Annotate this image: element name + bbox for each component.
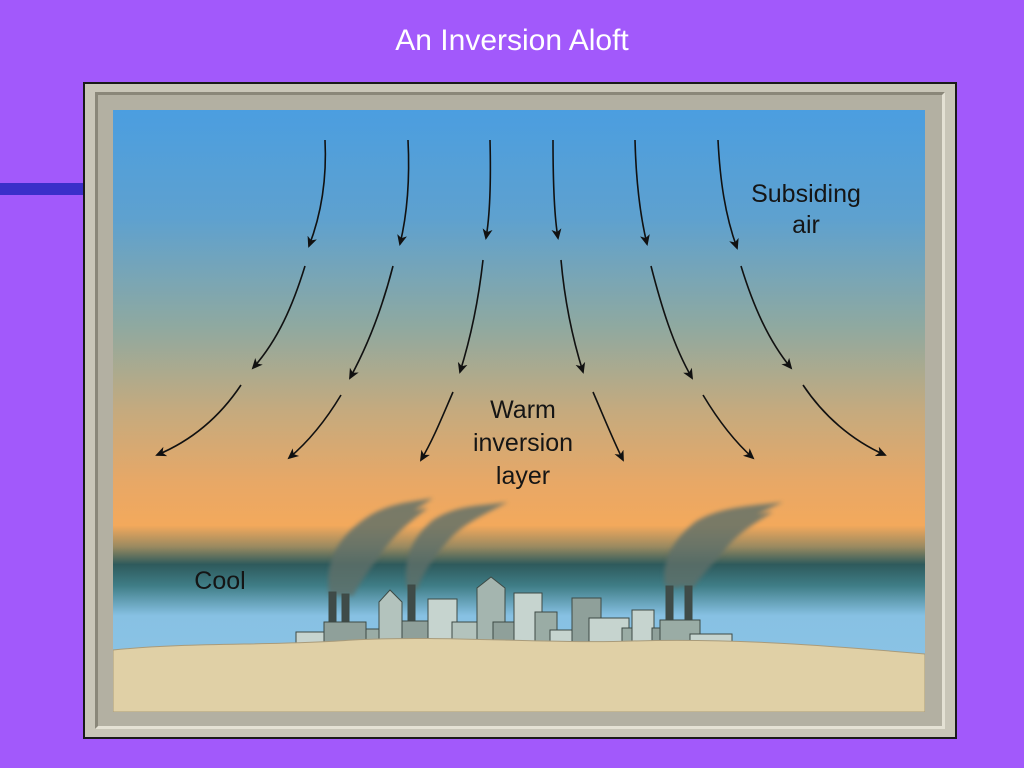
arrow — [155, 384, 242, 457]
label-warm-inversion-line1: Warm — [490, 396, 556, 424]
smoke-plume — [680, 512, 773, 588]
label-subsiding-air-line1: Subsiding — [751, 180, 861, 208]
smokestack — [328, 591, 337, 623]
arrow — [802, 384, 887, 456]
arrow — [251, 265, 306, 370]
arrow — [307, 139, 327, 248]
arrow — [650, 265, 693, 380]
arrow — [560, 259, 586, 374]
arrow — [419, 391, 454, 462]
arrow — [287, 394, 342, 460]
smokestack — [665, 585, 674, 623]
arrow — [349, 265, 394, 380]
accent-bar — [0, 183, 88, 195]
arrow — [634, 139, 650, 246]
smoke-plume — [406, 502, 508, 590]
smoke-plume — [664, 502, 783, 588]
arrow — [551, 139, 562, 240]
arrow — [482, 139, 493, 240]
arrow — [717, 139, 739, 250]
label-warm-inversion-line2: inversion — [473, 429, 573, 457]
ground — [113, 637, 925, 712]
label-cool: Cool — [194, 567, 245, 595]
inversion-diagram: Subsiding air Warm inversion layer Cool — [113, 110, 925, 712]
smokestack — [341, 593, 350, 623]
arrow — [740, 265, 793, 370]
arrow — [592, 391, 624, 462]
smoke-plumes — [328, 498, 783, 596]
smokestack — [684, 585, 693, 623]
subsiding-air-arrows — [155, 139, 887, 462]
arrow — [457, 259, 484, 374]
smokestack — [407, 584, 416, 623]
arrow — [702, 394, 755, 460]
slide-title: An Inversion Aloft — [395, 24, 629, 57]
label-subsiding-air-line2: air — [792, 211, 820, 239]
label-warm-inversion-line3: layer — [496, 462, 550, 490]
smoke-plume — [342, 508, 428, 596]
arrow — [397, 139, 410, 246]
